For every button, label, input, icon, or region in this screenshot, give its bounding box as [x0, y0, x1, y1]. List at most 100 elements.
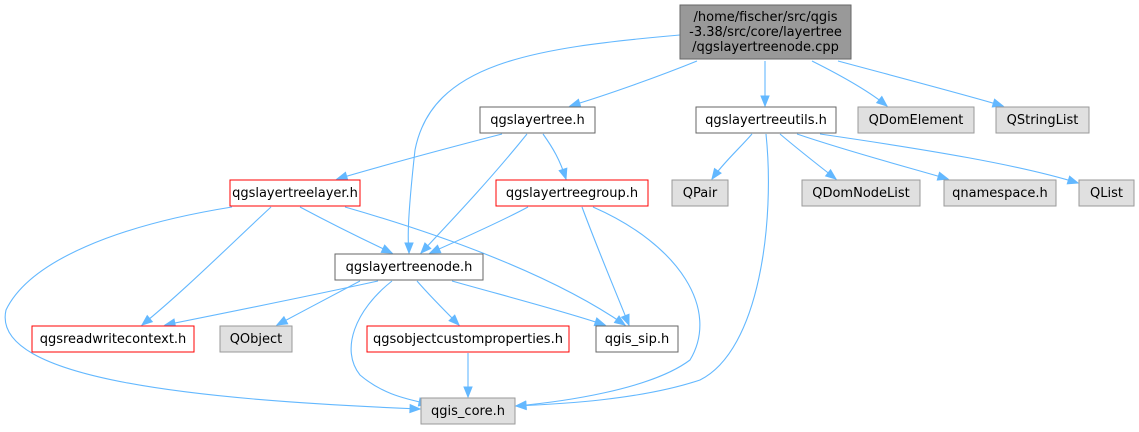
node-qgslayertreegroup-h[interactable]: qgslayertreegroup.h [495, 179, 649, 207]
node-box [679, 4, 852, 60]
node-label: qgslayertreenode.h [346, 260, 473, 275]
edge-line [569, 60, 698, 107]
node-QPair: QPair [671, 179, 729, 207]
node-label: qgis_core.h [431, 404, 505, 419]
arrowhead-icon [613, 315, 627, 326]
node-qgslayertreelayer-h[interactable]: qgslayertreelayer.h [229, 179, 361, 207]
edge-qgslayertreelayer_h-to-qgis_sip_h [344, 206, 627, 326]
node-qgsobjectcustomproperties-h[interactable]: qgsobjectcustomproperties.h [366, 325, 570, 353]
node-box [366, 325, 570, 353]
edge-line [515, 206, 701, 407]
node-label: QPair [683, 186, 718, 201]
node-qgslayertreenode-h[interactable]: qgslayertreenode.h [334, 253, 484, 281]
node-box [857, 106, 975, 134]
node-box [995, 106, 1090, 134]
edge-qgsobjectcustomproperties_h-to-qgis_core_h [463, 353, 473, 399]
node-label: qnamespace.h [952, 186, 1048, 201]
edge-line [515, 133, 769, 407]
arrowhead-icon [140, 314, 154, 326]
edge-qgslayertree_h-to-qgslayertreelayer_h [335, 133, 503, 181]
edge-qgslayertreelayer_h-to-qgis_core_h [4, 206, 422, 414]
arrowhead-icon [875, 95, 889, 107]
node-label: -3.38/src/core/layertree [689, 25, 842, 40]
arrowhead-icon [620, 313, 630, 327]
edge-qgslayertreenode_h-to-qgsobjectcustomproperties_h [416, 280, 460, 326]
arrowhead-icon [275, 315, 289, 326]
node-label: qgslayertreegroup.h [506, 186, 638, 201]
edge-qgslayertreeutils_h-to-QDomNodeList [779, 133, 838, 180]
node-box [695, 106, 837, 134]
edge-qgslayertreeutils_h-to-QPair [711, 133, 753, 181]
arrowhead-icon [936, 171, 950, 181]
edge-line [429, 206, 529, 254]
edge-qgslayertreegroup_h-to-qgis_sip_h [581, 206, 630, 327]
node-box [495, 179, 649, 207]
edge-line [796, 133, 949, 180]
edge-qgslayertree_h-to-qgslayertreenode_h [420, 133, 528, 254]
node-qgslayertree-h[interactable]: qgslayertree.h [479, 106, 596, 134]
node-box [1078, 179, 1135, 207]
node-QObject: QObject [219, 325, 293, 353]
edge-qgslayertreenode_h-to-qgis_sip_h [451, 280, 607, 327]
node-box [943, 179, 1057, 207]
node-root[interactable]: /home/fischer/src/qgis-3.38/src/core/lay… [679, 4, 852, 60]
node-label: qgsobjectcustomproperties.h [373, 332, 563, 347]
edge-qgslayertreelayer_h-to-qgslayertreenode_h [299, 206, 394, 254]
edge-qgslayertreeutils_h-to-qgis_core_h [514, 133, 769, 411]
node-box [671, 179, 729, 207]
nodes-layer: /home/fischer/src/qgis-3.38/src/core/lay… [31, 4, 1135, 425]
arrowhead-icon [711, 167, 722, 181]
edge-root-to-qgslayertreenode_h [404, 34, 681, 255]
arrowhead-icon [593, 317, 607, 327]
edge-line [779, 133, 837, 180]
edge-line [276, 280, 361, 326]
node-box [334, 253, 484, 281]
edge-qgslayertreeutils_h-to-qnamespace_h [796, 133, 950, 181]
arrowhead-icon [448, 314, 460, 326]
node-label: QDomNodeList [812, 186, 910, 201]
arrowhead-icon [380, 244, 394, 254]
edge-qgslayertreegroup_h-to-qgis_core_h [514, 206, 701, 410]
node-label: qgsreadwritecontext.h [40, 332, 187, 347]
edge-root-to-qgslayertreeutils_h [760, 60, 770, 108]
node-label: qgslayertreelayer.h [232, 186, 358, 201]
node-label: qgis_sip.h [605, 332, 669, 347]
edge-qgslayertreeutils_h-to-QList [819, 133, 1080, 185]
node-qgis-sip-h[interactable]: qgis_sip.h [595, 325, 679, 353]
edge-qgslayertreenode_h-to-QObject [275, 280, 361, 326]
arrowhead-icon [428, 244, 442, 254]
edge-root-to-qgslayertree_h [568, 60, 698, 108]
edge-line [141, 206, 272, 326]
node-label: /home/fischer/src/qgis [694, 10, 838, 25]
node-QDomNodeList: QDomNodeList [801, 179, 921, 207]
edge-line [350, 280, 430, 405]
edge-qgslayertreelayer_h-to-qgsreadwritecontext_h [140, 206, 272, 326]
node-label: /qgslayertreenode.cpp [692, 40, 839, 55]
edge-line [420, 133, 528, 254]
arrowhead-icon [404, 242, 414, 255]
edge-line [4, 206, 421, 410]
node-label: QStringList [1007, 113, 1079, 128]
arrowhead-icon [568, 98, 582, 108]
arrowhead-icon [514, 400, 527, 410]
arrowhead-icon [824, 168, 838, 180]
edge-root-to-QDomElement [811, 60, 889, 107]
edge-qgslayertree_h-to-qgslayertreegroup_h [542, 133, 568, 181]
edge-line [299, 206, 393, 254]
node-box [595, 325, 679, 353]
arrowhead-icon [463, 386, 473, 399]
node-box [229, 179, 361, 207]
arrowhead-icon [1066, 175, 1080, 185]
node-box [420, 397, 516, 425]
node-QStringList: QStringList [995, 106, 1090, 134]
edge-line [407, 34, 681, 254]
edge-line [451, 280, 606, 326]
edge-line [336, 133, 503, 180]
node-qgsreadwritecontext-h[interactable]: qgsreadwritecontext.h [31, 325, 195, 353]
arrowhead-icon [558, 167, 568, 181]
node-label: QObject [230, 332, 283, 347]
node-qgslayertreeutils-h[interactable]: qgslayertreeutils.h [695, 106, 837, 134]
edge-line [581, 206, 630, 326]
arrowhead-icon [409, 403, 422, 414]
arrowhead-icon [991, 98, 1005, 108]
